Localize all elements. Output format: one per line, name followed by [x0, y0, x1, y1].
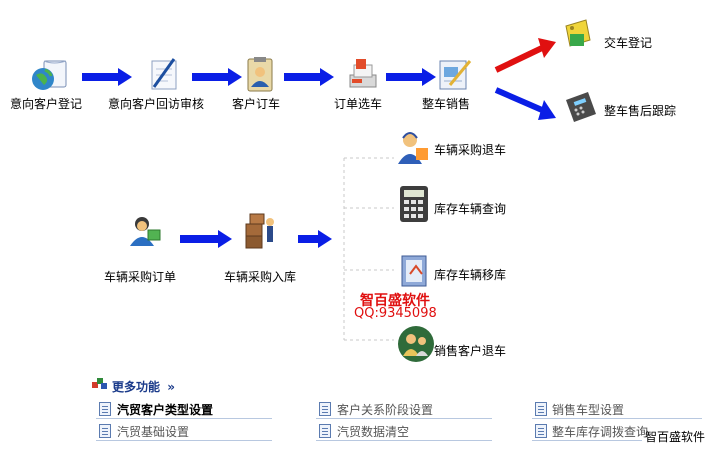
- arrow-right-icon: [298, 230, 332, 248]
- node-label: 车辆采购入库: [224, 270, 297, 284]
- arrow-right-icon: [192, 68, 242, 86]
- edit-document-icon: [439, 60, 472, 90]
- cash-register-icon: [566, 92, 596, 122]
- divider: [532, 418, 702, 419]
- arrow-right-icon: [386, 68, 436, 86]
- node-label: 整车售后跟踪: [604, 104, 677, 118]
- document-icon: [99, 402, 111, 416]
- side-item-stock-transfer[interactable]: 库存车辆移库: [392, 250, 522, 290]
- corner-brand-text: 智百盛软件: [644, 430, 705, 444]
- side-item-label: 车辆采购退车: [434, 143, 507, 157]
- arrow-right-icon: [82, 68, 132, 86]
- watermark-qq: QQ:9345098: [354, 306, 437, 321]
- arrow-right-icon: [180, 230, 232, 248]
- side-item-label: 库存车辆查询: [434, 202, 507, 216]
- node-label: 交车登记: [604, 36, 653, 50]
- support-person-icon: [398, 132, 428, 164]
- link-data-clear[interactable]: 汽贸数据清空: [337, 425, 410, 439]
- double-chevron-icon: »: [167, 380, 175, 394]
- divider: [96, 418, 272, 419]
- person-money-icon: [130, 217, 161, 246]
- tag-box-icon: [565, 19, 591, 47]
- globe-book-icon: [32, 60, 67, 90]
- divider: [532, 440, 642, 441]
- node-delivery-register[interactable]: 交车登记: [556, 12, 666, 60]
- arrow-up-right-icon: [494, 38, 556, 73]
- node-customer-order[interactable]: 客户订车: [230, 55, 290, 115]
- arrow-down-right-icon: [494, 87, 556, 120]
- document-icon: [535, 424, 547, 438]
- users-return-icon: [398, 326, 434, 362]
- divider: [316, 418, 492, 419]
- side-item-label: 库存车辆移库: [434, 268, 507, 282]
- node-intent-review[interactable]: 意向客户回访审核: [108, 55, 208, 115]
- boxes-person-icon: [245, 213, 274, 249]
- node-vehicle-sales[interactable]: 整车销售: [420, 55, 480, 115]
- divider: [96, 440, 272, 441]
- link-customer-type-settings[interactable]: 汽贸客户类型设置: [117, 403, 214, 417]
- side-item-sales-return[interactable]: 销售客户退车: [392, 324, 522, 364]
- side-item-purchase-return[interactable]: 车辆采购退车: [392, 128, 522, 168]
- watermark-name: 智百盛软件: [360, 293, 430, 309]
- node-purchase-stock-in[interactable]: 车辆采购入库: [224, 210, 304, 284]
- folder-transfer-icon: [401, 255, 427, 287]
- link-basic-settings[interactable]: 汽贸基础设置: [117, 425, 190, 439]
- node-order-car-select[interactable]: 订单选车: [330, 55, 390, 115]
- divider: [316, 440, 492, 441]
- node-intent-register[interactable]: 意向客户登记: [10, 55, 90, 115]
- link-relationship-stage-settings[interactable]: 客户关系阶段设置: [337, 403, 434, 417]
- node-aftersales-tracking[interactable]: 整车售后跟踪: [560, 86, 690, 134]
- side-item-label: 销售客户退车: [434, 344, 507, 358]
- cubes-icon: [92, 378, 107, 389]
- document-icon: [99, 424, 111, 438]
- document-icon: [535, 402, 547, 416]
- node-label: 客户订车: [232, 97, 281, 111]
- link-stock-transfer-query[interactable]: 整车库存调拨查询: [552, 425, 649, 439]
- arrow-right-icon: [284, 68, 334, 86]
- more-functions-title[interactable]: 更多功能 »: [112, 380, 175, 394]
- branch-bracket: [343, 157, 394, 341]
- node-purchase-order[interactable]: 车辆采购订单: [104, 210, 184, 284]
- node-label: 整车销售: [422, 97, 471, 111]
- node-label: 意向客户回访审核: [108, 97, 205, 111]
- link-sales-model-settings[interactable]: 销售车型设置: [552, 403, 625, 417]
- node-label: 订单选车: [334, 97, 383, 111]
- side-item-stock-query[interactable]: 库存车辆查询: [392, 184, 522, 224]
- document-icon: [319, 402, 331, 416]
- clipboard-person-icon: [247, 57, 273, 92]
- document-icon: [319, 424, 331, 438]
- calculator-icon: [400, 186, 428, 222]
- node-label: 意向客户登记: [10, 97, 83, 111]
- car-order-icon: [349, 59, 377, 88]
- pen-paper-icon: [151, 58, 177, 90]
- node-label: 车辆采购订单: [104, 270, 177, 284]
